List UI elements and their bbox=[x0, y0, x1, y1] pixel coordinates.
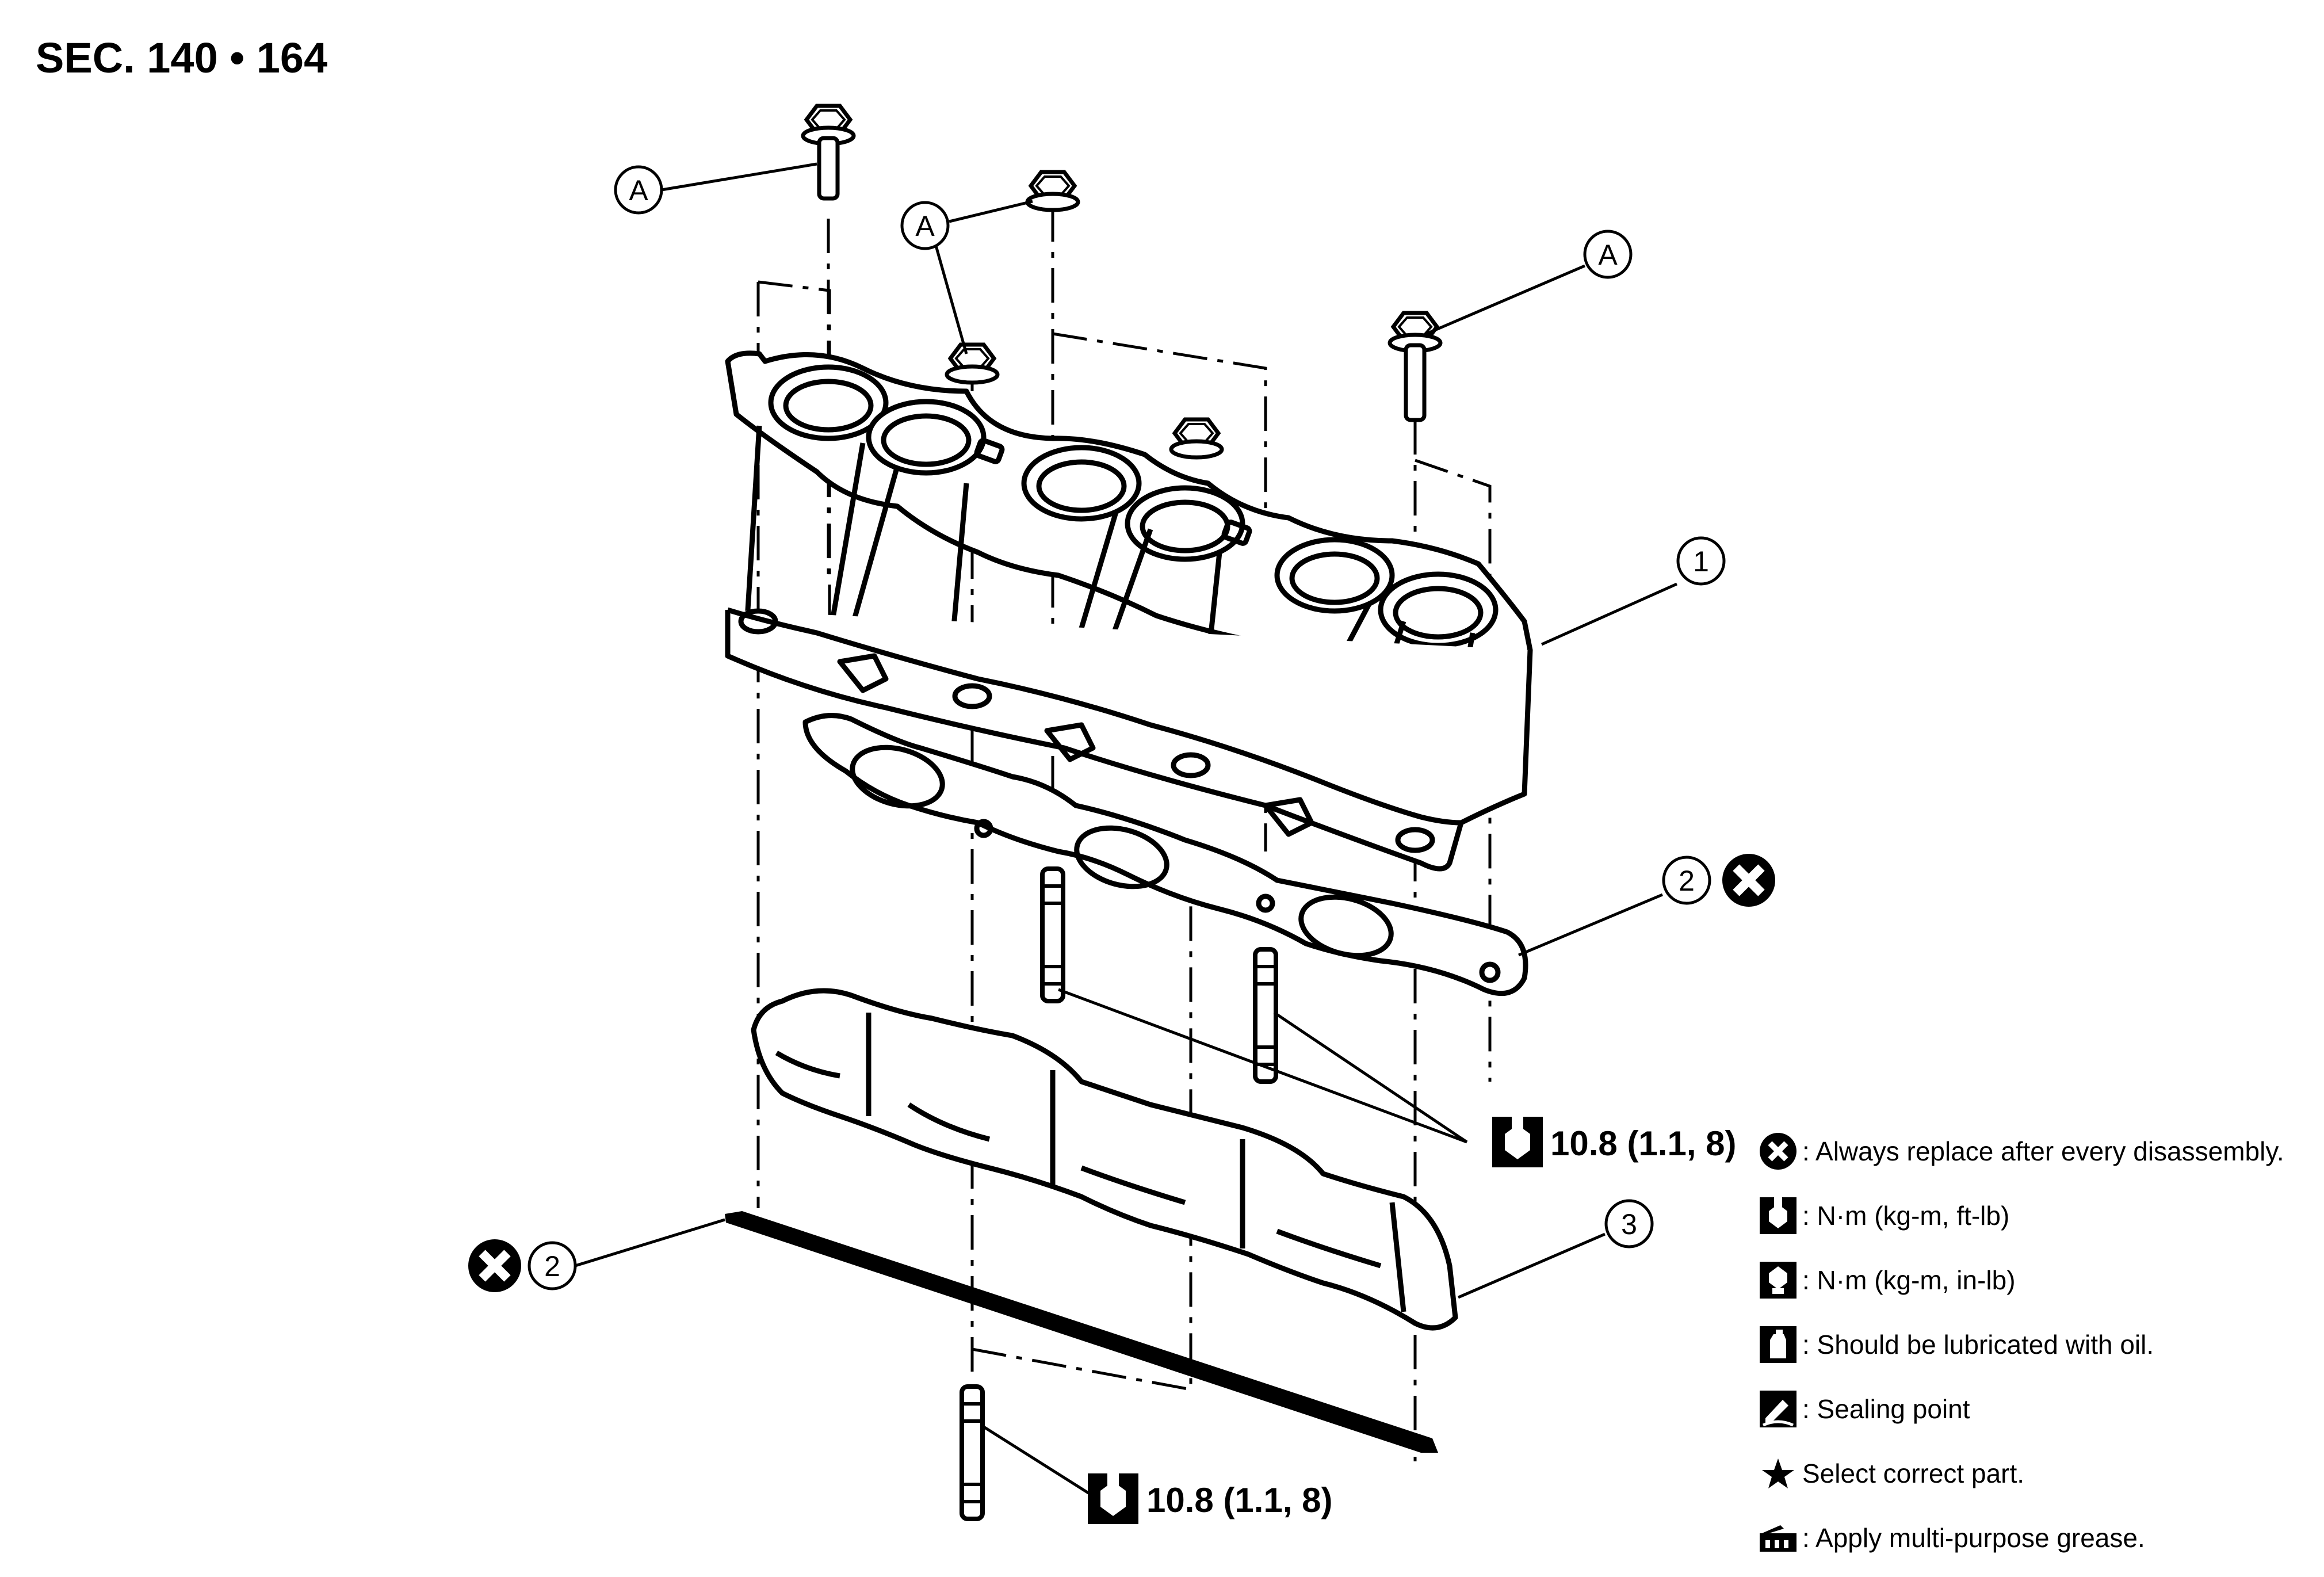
callout-a-1: A bbox=[614, 165, 663, 215]
torque-lower-value: 10.8 (1.1, 8) bbox=[1146, 1481, 1333, 1519]
legend-item: Select correct part. bbox=[1757, 1441, 2321, 1506]
stud-left-upper bbox=[1042, 869, 1063, 1001]
lower-gasket-strip bbox=[725, 1211, 1438, 1453]
replace-icon bbox=[1722, 854, 1775, 907]
torque-spec-lower: 10.8 (1.1, 8) bbox=[1088, 1470, 1333, 1524]
callout-a-label: A bbox=[1598, 239, 1618, 271]
legend-item: : N·m (kg-m, ft-lb) bbox=[1757, 1183, 2321, 1248]
sealing-point-icon bbox=[1757, 1388, 1799, 1430]
callout-part-3-label: 3 bbox=[1621, 1208, 1637, 1240]
intake-manifold bbox=[725, 350, 1533, 872]
legend-text: : Sealing point bbox=[1802, 1394, 1970, 1424]
manifold-gasket bbox=[802, 713, 1528, 996]
legend-item: : Always replace after every disassembly… bbox=[1757, 1119, 2321, 1183]
torque-spec-upper: 10.8 (1.1, 8) bbox=[1492, 1113, 1737, 1167]
callout-part-1: 1 bbox=[1676, 536, 1726, 586]
torque-upper-value: 10.8 (1.1, 8) bbox=[1550, 1124, 1737, 1163]
star-icon bbox=[1757, 1453, 1799, 1494]
callout-a-label: A bbox=[915, 210, 935, 242]
callout-a-label: A bbox=[629, 174, 648, 207]
legend-text: Select correct part. bbox=[1802, 1458, 2025, 1488]
callout-part-2-lower: 2 bbox=[528, 1241, 577, 1290]
legend-text: : Apply multi-purpose grease. bbox=[1802, 1523, 2145, 1553]
nut-a-lower bbox=[947, 345, 997, 383]
manifold-cover bbox=[751, 988, 1458, 1331]
legend-item: : N·m (kg-m, in-lb) bbox=[1757, 1248, 2321, 1312]
oil-can-icon bbox=[1757, 1324, 1799, 1365]
legend-text: : Should be lubricated with oil. bbox=[1802, 1330, 2154, 1360]
callout-a-2: A bbox=[900, 201, 950, 250]
legend-item: : Sealing point bbox=[1757, 1377, 2321, 1441]
legend-item: : Should be lubricated with oil. bbox=[1757, 1312, 2321, 1377]
legend-text: : Always replace after every disassembly… bbox=[1802, 1136, 2284, 1166]
callout-a-3: A bbox=[1583, 230, 1633, 279]
section-title: SEC. 140 • 164 bbox=[36, 34, 328, 82]
callout-part-1-label: 1 bbox=[1693, 545, 1709, 578]
torque-wrench-icon bbox=[1492, 1113, 1543, 1167]
legend-text: : N·m (kg-m, in-lb) bbox=[1802, 1265, 2016, 1295]
grease-icon bbox=[1757, 1517, 1799, 1559]
legend-text: : N·m (kg-m, ft-lb) bbox=[1802, 1201, 2010, 1231]
stud-right-upper bbox=[1255, 949, 1276, 1082]
nut-flange bbox=[1171, 419, 1222, 457]
bolt-a-right bbox=[1390, 313, 1440, 422]
bolt-a-left bbox=[803, 106, 854, 201]
callout-part-2-upper: 2 bbox=[1662, 856, 1711, 905]
replace-icon bbox=[468, 1239, 521, 1292]
torque-wrench-icon bbox=[1088, 1470, 1138, 1524]
stud-bottom bbox=[962, 1387, 983, 1519]
torque-in-lb-icon bbox=[1757, 1259, 1799, 1301]
torque-ft-lb-icon bbox=[1757, 1195, 1799, 1236]
replace-icon bbox=[1757, 1131, 1799, 1172]
callout-part-3: 3 bbox=[1604, 1199, 1654, 1248]
symbol-legend: : Always replace after every disassembly… bbox=[1757, 1119, 2321, 1570]
callout-part-2-label: 2 bbox=[1679, 865, 1695, 897]
legend-item: : Apply multi-purpose grease. bbox=[1757, 1506, 2321, 1570]
nut-a-center bbox=[1027, 172, 1078, 210]
callout-part-2-label: 2 bbox=[544, 1250, 560, 1282]
leader-lines bbox=[575, 162, 1678, 1498]
